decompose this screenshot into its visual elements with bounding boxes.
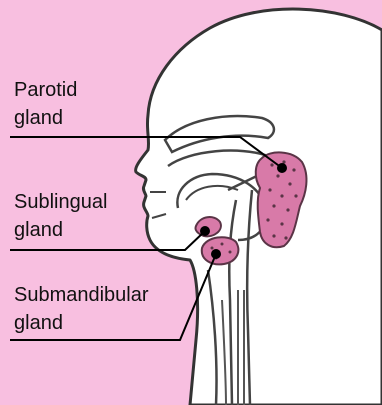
sublingual-leader-dot [200, 226, 210, 236]
parotid-leader-dot [277, 163, 287, 173]
submandibular-gland [202, 237, 239, 264]
parotid-label: Parotid gland [14, 76, 77, 132]
submandibular-label: Submandibular gland [14, 281, 149, 337]
submandibular-leader-dot [211, 249, 221, 259]
sublingual-label: Sublingual gland [14, 188, 107, 244]
